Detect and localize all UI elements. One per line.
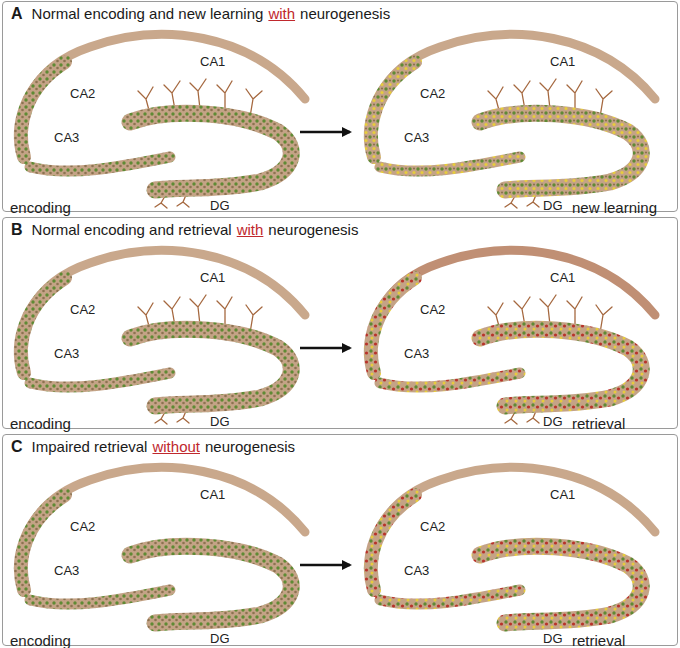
- region-label: DG: [210, 632, 230, 647]
- panel-title: B Normal encoding and retrieval withneurog…: [3, 218, 677, 242]
- panel-heading: Impaired retrieval: [32, 438, 148, 455]
- panel-heading: Normal encoding and new learning: [32, 5, 264, 22]
- region-label: CA3: [404, 131, 429, 146]
- region-label: CA1: [550, 271, 575, 286]
- emphasis-word: without: [152, 438, 200, 455]
- region-label: DG: [543, 632, 563, 647]
- region-label: CA1: [200, 271, 225, 286]
- panel-title: A Normal encoding and new learningwithneu…: [3, 2, 677, 26]
- region-label: CA1: [550, 55, 575, 70]
- panel-letter: C: [11, 438, 23, 455]
- stage-label: encoding: [10, 199, 71, 216]
- region-label: CA2: [420, 303, 445, 318]
- region-label: CA2: [420, 87, 445, 102]
- region-label: CA3: [54, 564, 79, 579]
- region-label: CA2: [70, 520, 95, 535]
- emphasis-word: with: [237, 221, 264, 238]
- region-label: CA3: [54, 131, 79, 146]
- panel-heading: Normal encoding and retrieval: [32, 221, 232, 238]
- panel-box: B Normal encoding and retrieval withneurog…: [2, 217, 678, 429]
- region-label: DG: [543, 199, 563, 214]
- region-label: DG: [543, 415, 563, 430]
- stage-label: retrieval: [572, 632, 625, 648]
- panel-title: C Impaired retrievalwithout neurogenesis: [3, 435, 677, 459]
- region-label: CA3: [404, 347, 429, 362]
- region-label: CA1: [200, 55, 225, 70]
- panel-letter: B: [11, 221, 23, 238]
- region-label: CA2: [70, 303, 95, 318]
- region-label: CA1: [200, 488, 225, 503]
- panel-letter: A: [11, 5, 23, 22]
- region-label: DG: [210, 199, 230, 214]
- region-label: DG: [210, 415, 230, 430]
- region-label: CA3: [54, 347, 79, 362]
- stage-label: retrieval: [572, 415, 625, 432]
- region-label: CA2: [420, 520, 445, 535]
- stage-label: new learning: [572, 199, 657, 216]
- emphasis-word: with: [268, 5, 295, 22]
- panel-box: C Impaired retrievalwithout neurogenesis: [2, 434, 678, 646]
- region-label: CA1: [550, 488, 575, 503]
- stage-label: encoding: [10, 415, 71, 432]
- panel-heading: neurogenesis: [268, 221, 358, 238]
- panel-heading: neurogenesis: [300, 5, 390, 22]
- region-label: CA3: [404, 564, 429, 579]
- region-label: CA2: [70, 87, 95, 102]
- panel-box: A Normal encoding and new learningwithneu…: [2, 1, 678, 212]
- panel-heading: neurogenesis: [205, 438, 295, 455]
- stage-label: encoding: [10, 632, 71, 648]
